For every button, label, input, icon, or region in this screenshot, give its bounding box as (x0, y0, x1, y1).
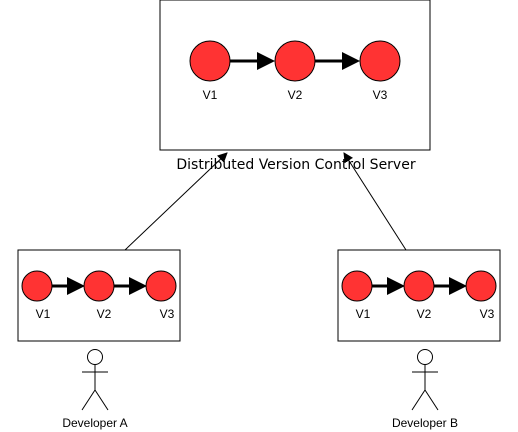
developer-a-person-icon (81, 349, 109, 411)
developer-a-label-v2: V2 (97, 307, 112, 321)
server-label-v1: V1 (203, 88, 218, 102)
developer-b-label-v3: V3 (480, 307, 495, 321)
server-repository: V1 V2 V3 (159, 0, 431, 151)
push-connector-developer-a (124, 152, 228, 251)
developer-b-person-icon (411, 349, 439, 411)
developer-a-label-v1: V1 (36, 307, 51, 321)
push-connector-developer-b (343, 152, 407, 251)
server-label-v3: V3 (373, 88, 388, 102)
developer-b-label-v1: V1 (356, 307, 371, 321)
developer-b-name: Developer B (392, 416, 458, 430)
server-node-v3 (359, 40, 401, 82)
developer-b-node-v1 (341, 270, 373, 302)
server-node-v1 (189, 40, 231, 82)
developer-a-node-v1 (21, 270, 53, 302)
developer-a-node-v2 (83, 270, 115, 302)
developer-b-node-v3 (465, 270, 497, 302)
developer-b-repository: V1 V2 V3 (337, 249, 501, 342)
server-title: Distributed Version Control Server (176, 157, 415, 173)
developer-b-node-v2 (403, 270, 435, 302)
developer-b-label-v2: V2 (417, 307, 432, 321)
developer-a-name: Developer A (62, 416, 127, 430)
developer-a-label-v3: V3 (160, 307, 175, 321)
server-node-v2 (274, 40, 316, 82)
server-label-v2: V2 (288, 88, 303, 102)
developer-a-repository: V1 V2 V3 (17, 249, 181, 342)
developer-a-node-v3 (145, 270, 177, 302)
